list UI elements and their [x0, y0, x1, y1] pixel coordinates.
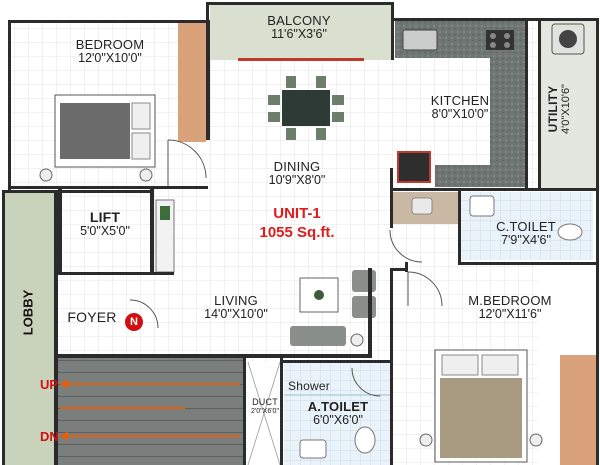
room-name: M.BEDROOM	[468, 293, 552, 308]
room-name: DINING	[273, 159, 321, 174]
room-c-toilet-label: C.TOILET 7'9"X4'6"	[466, 219, 586, 248]
room-m-bedroom-label: M.BEDROOM 12'0"X11'6"	[440, 293, 580, 322]
room-name: UTILITY	[546, 85, 560, 133]
room-dimension: 10'9"X8'0"	[268, 173, 326, 188]
room-lift-label: LIFT 5'0"X5'0"	[60, 209, 150, 239]
armchair-1	[352, 270, 376, 292]
unit-title: UNIT-1 1055 Sq.ft.	[222, 205, 372, 243]
room-bedroom-label: BEDROOM 12'0"X10'0"	[40, 37, 180, 66]
room-dining-label: DINING 10'9"X8'0"	[232, 159, 362, 188]
room-foyer-label: FOYER	[62, 309, 122, 325]
room-name: DUCT	[252, 397, 278, 407]
room-dimension: 12'0"X11'6"	[478, 307, 542, 322]
door-swings	[129, 139, 443, 397]
room-dimension: 5'0"X5'0"	[80, 224, 130, 239]
unit-area: 1055 Sq.ft.	[259, 223, 335, 241]
north-marker: N	[125, 313, 143, 331]
room-name: C.TOILET	[496, 219, 556, 234]
room-dimension: 11'6"X3'6"	[271, 27, 327, 42]
room-dimension: 8'0"X10'0"	[431, 107, 489, 122]
room-name: KITCHEN	[430, 93, 490, 108]
room-name: BEDROOM	[75, 37, 145, 52]
balcony-door-sill	[238, 58, 364, 61]
bedroom-wardrobe	[178, 22, 206, 142]
room-a-toilet-label: A.TOILET 6'0"X6'0"	[290, 399, 386, 428]
room-shower-label: Shower	[288, 379, 338, 393]
armchair-2	[352, 296, 376, 318]
room-kitchen-label: KITCHEN 8'0"X10'0"	[390, 93, 530, 122]
dining-table	[282, 90, 330, 126]
room-dimension: 6'0"X6'0"	[313, 413, 363, 428]
lobby-area	[2, 190, 54, 465]
mbedroom-wardrobe	[560, 355, 598, 465]
room-living-label: LIVING 14'0"X10'0"	[176, 293, 296, 322]
kitchen-counter-side	[490, 58, 525, 168]
sink	[402, 29, 438, 51]
room-balcony-label: BALCONY 11'6"X3'6"	[224, 13, 374, 42]
room-name: A.TOILET	[307, 399, 369, 414]
unit-name: UNIT-1	[273, 205, 321, 222]
fridge	[397, 151, 431, 183]
room-name: BALCONY	[267, 13, 331, 28]
sofa	[290, 326, 346, 346]
room-name: Shower	[288, 379, 330, 393]
room-dimension: 7'9"X4'6"	[501, 233, 551, 248]
hob	[486, 30, 514, 50]
balcony-area	[210, 2, 392, 60]
room-dimension: 14'0"X10'0"	[204, 307, 268, 322]
stairs-down-label: DN	[40, 429, 59, 444]
room-name: LIFT	[89, 209, 121, 225]
staircase	[58, 358, 243, 465]
lobby-label: LOBBY	[20, 289, 36, 336]
room-utility-label: UTILITY 4'0"X10'6"	[546, 61, 581, 157]
room-dimension: 4'0"X10'6"	[560, 84, 573, 134]
kitchen-counter-bottom	[435, 165, 525, 187]
room-dimension: 2'0"X6'0"	[251, 407, 279, 415]
room-duct-label: DUCT 2'0"X6'0"	[248, 397, 282, 416]
room-name: LIVING	[214, 293, 258, 308]
room-name: FOYER	[67, 309, 117, 325]
stairs-up-label: UP	[40, 377, 59, 392]
room-dimension: 12'0"X10'0"	[78, 51, 142, 66]
